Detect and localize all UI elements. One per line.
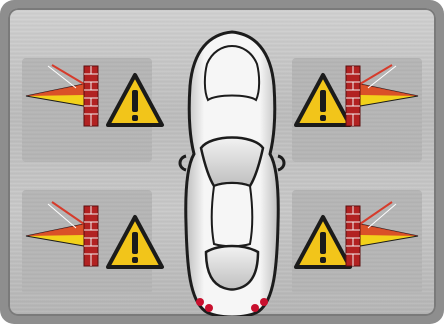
- rear-right-sensor-beam: [292, 190, 422, 294]
- front-left-warning-icon: [104, 72, 166, 128]
- rear-left-sensor-zone: [22, 190, 152, 294]
- front-right-brick-wall: [346, 66, 360, 126]
- rear-right-brick-wall: [346, 206, 360, 266]
- front-left-sensor-zone: [22, 58, 152, 162]
- car-top-view-icon: [176, 28, 288, 316]
- front-left-brick-wall: [84, 66, 98, 126]
- front-right-sensor-beam: [292, 58, 422, 162]
- rear-right-sensor-zone: [292, 190, 422, 294]
- parking-sensor-panel: [8, 8, 436, 316]
- front-right-sensor-zone: [292, 58, 422, 162]
- rear-left-warning-icon: [104, 214, 166, 270]
- rear-left-brick-wall: [84, 206, 98, 266]
